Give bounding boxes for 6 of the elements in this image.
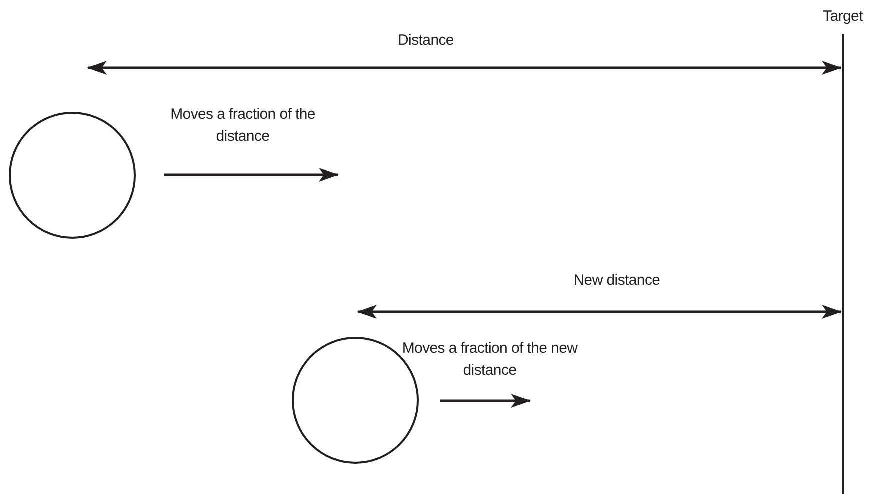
caption-text: New distance <box>572 271 662 291</box>
caption-text: Distance <box>397 31 455 51</box>
circle <box>9 112 136 239</box>
target-label: Target <box>823 8 863 26</box>
caption-text: Moves a fraction of the new distance <box>401 339 579 381</box>
caption-text: Moves a fraction of the distance <box>170 105 316 147</box>
